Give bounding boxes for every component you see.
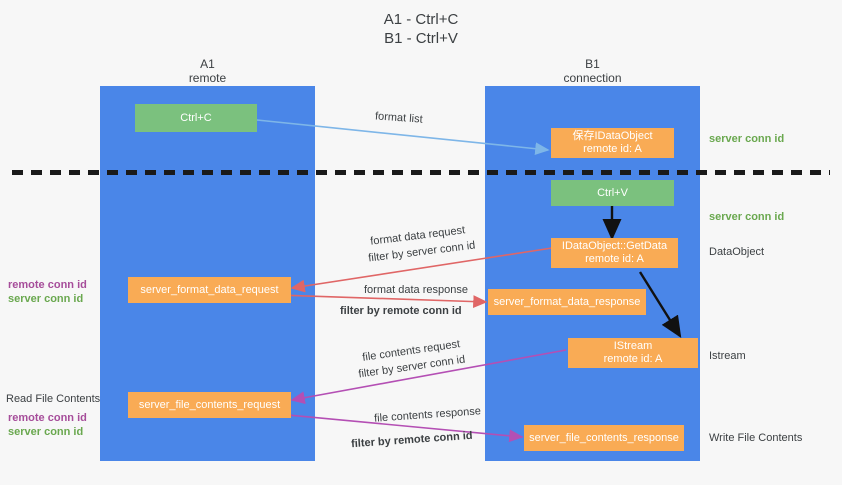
server-conn-id-text-1: server conn id — [405, 239, 476, 260]
right-label-dataobject: DataObject — [709, 246, 765, 258]
box-idataobject-getdata-line2: remote id: A — [585, 253, 644, 265]
filter-by-text-3: filter by — [357, 363, 395, 381]
filter-by-text-1: filter by — [367, 248, 405, 265]
annotation-file-contents-response-filter: filter by remote conn id — [351, 430, 473, 450]
annotation-file-contents-response: file contents response — [373, 405, 482, 425]
box-save-idataobject[interactable]: 保存IDataObject remote id: A — [551, 128, 674, 158]
box-ctrl-v-label: Ctrl+V — [597, 186, 628, 199]
remote-conn-id-text-2: remote conn id — [393, 429, 473, 448]
box-server-file-contents-request[interactable]: server_file_contents_request — [128, 392, 291, 418]
box-ctrl-c[interactable]: Ctrl+C — [135, 104, 257, 132]
left-label-server-conn-id-2: server conn id — [8, 426, 84, 438]
page-title: A1 - Ctrl+C B1 - Ctrl+V — [0, 10, 842, 48]
title-line-1: A1 - Ctrl+C — [383, 11, 459, 28]
title-line-2: B1 - Ctrl+V — [384, 30, 458, 47]
left-label-read-file-contents: Read File Contents — [6, 393, 101, 405]
box-server-format-data-response[interactable]: server_format_data_response — [488, 289, 646, 315]
box-save-idataobject-line2: remote id: A — [583, 143, 642, 155]
right-label-server-conn-id-top: server conn id — [709, 133, 785, 145]
lane-b1-name: B1 — [585, 57, 600, 71]
left-label-remote-conn-id-2: remote conn id — [8, 412, 87, 424]
filter-by-text-2: filter by — [340, 305, 380, 317]
right-label-istream: Istream — [709, 350, 746, 362]
box-server-file-contents-response-label: server_file_contents_response — [529, 431, 679, 444]
lane-header-a1: A1 remote — [100, 57, 315, 85]
left-label-server-conn-id-1: server conn id — [8, 293, 84, 305]
right-label-write-file-contents: Write File Contents — [709, 432, 803, 444]
box-istream[interactable]: IStream remote id: A — [568, 338, 698, 368]
box-server-file-contents-request-label: server_file_contents_request — [138, 398, 281, 411]
right-label-server-conn-id-second: server conn id — [709, 211, 785, 223]
box-ctrl-c-label: Ctrl+C — [180, 111, 212, 124]
lane-header-b1: B1 connection — [485, 57, 700, 85]
box-server-file-contents-response[interactable]: server_file_contents_response — [524, 425, 684, 451]
lane-a1-name: A1 — [200, 57, 215, 71]
annotation-format-data-response-filter: filter by remote conn id — [340, 305, 462, 317]
left-label-remote-conn-id-1: remote conn id — [8, 279, 87, 291]
box-server-format-data-response-label: server_format_data_response — [493, 295, 641, 308]
annotation-format-list: format list — [374, 110, 424, 126]
box-server-format-data-request[interactable]: server_format_data_request — [128, 277, 291, 303]
box-server-format-data-request-label: server_format_data_request — [140, 283, 279, 296]
lane-a1-sub: remote — [188, 71, 227, 85]
box-istream-line1: IStream — [613, 340, 653, 352]
box-save-idataobject-line1: 保存IDataObject — [572, 130, 653, 142]
annotation-format-data-response: format data response — [364, 284, 468, 296]
box-istream-line2: remote id: A — [603, 353, 663, 365]
filter-by-text-4: filter by — [350, 435, 392, 451]
dashed-divider — [12, 170, 830, 175]
box-idataobject-getdata[interactable]: IDataObject::GetData remote id: A — [551, 238, 678, 268]
remote-conn-id-text-1: remote conn id — [382, 305, 462, 317]
lane-b1-sub: connection — [563, 71, 622, 85]
box-idataobject-getdata-line1: IDataObject::GetData — [561, 240, 668, 252]
box-ctrl-v[interactable]: Ctrl+V — [551, 180, 674, 206]
